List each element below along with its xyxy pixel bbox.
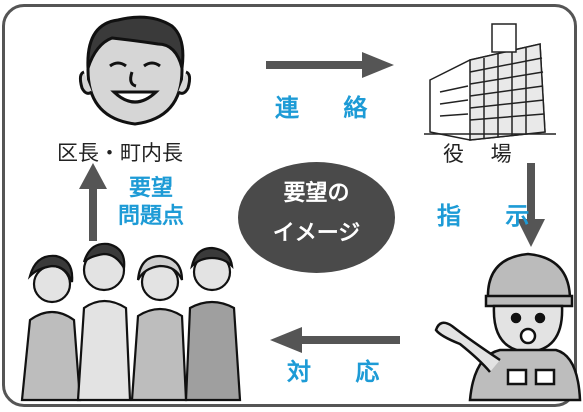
arrow-top <box>266 52 394 78</box>
chief-face-illustration <box>78 15 192 126</box>
worker-illustration <box>434 252 582 402</box>
center-title: 要望の イメージ <box>238 174 395 254</box>
center-title-line1: 要望の <box>283 181 350 206</box>
edge-label-requests-line2: 問題点 <box>118 204 185 229</box>
arrow-bottom <box>270 327 400 353</box>
arrow-left <box>79 163 107 241</box>
residents-illustration <box>20 242 242 402</box>
node-label-office: 役 場 <box>443 142 522 166</box>
edge-label-contact: 連 絡 <box>275 94 386 122</box>
center-title-line2: イメージ <box>272 221 361 246</box>
edge-label-instruction: 指 示 <box>437 202 548 230</box>
edge-label-requests-line1: 要望 <box>129 176 174 201</box>
edge-label-response: 対 応 <box>287 358 398 386</box>
node-label-chief: 区長・町内長 <box>57 141 183 165</box>
edge-label-requests: 要望 問題点 <box>118 175 184 231</box>
center-ellipse <box>238 162 395 273</box>
arrow-right <box>517 163 545 247</box>
town-office-illustration <box>424 23 556 141</box>
